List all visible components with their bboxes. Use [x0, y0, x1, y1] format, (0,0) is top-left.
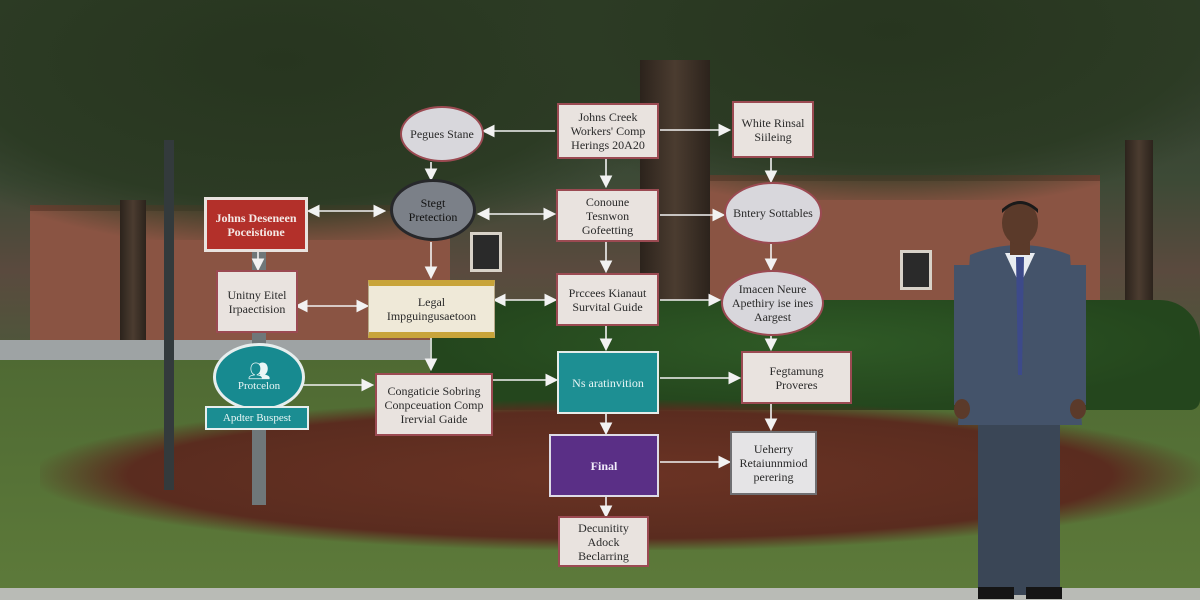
post-sign-circle: 👥︎ Protcelon: [213, 343, 305, 411]
node-congaticie-sobring: Congaticie Sobring Conpceuation Comp Ire…: [375, 373, 493, 436]
tree-canopy: [500, 0, 1200, 200]
node-workers-comp-hearings: Johns Creek Workers' Comp Herings 20A20: [557, 103, 659, 159]
node-white-rinsal: White Rinsal Siileing: [732, 101, 814, 158]
post-sign-circle-label: Protcelon: [237, 380, 281, 392]
node-imacen-neure: Imacen Neure Apethiry ise ines Aargest: [721, 270, 824, 336]
sidewalk: [0, 588, 1200, 600]
post-sign-plate: Apdter Buspest: [205, 406, 309, 430]
node-ueherry-retaiunnmiod: Ueherry Retaiunnmiod perering: [730, 431, 817, 495]
node-fegtamung-proveres: Fegtamung Proveres: [741, 351, 852, 404]
man-in-suit: [954, 201, 1086, 599]
node-bntery-sottables: Bntery Sottables: [724, 182, 822, 244]
node-legal: Legal Impguingusaetoon: [368, 280, 495, 338]
node-stegt-pretection: Stegt Pretection: [390, 179, 476, 241]
node-unitny-eitel: Unitny Eitel Irpaectision: [216, 270, 298, 333]
node-conoune-tesnwon: Conoune Tesnwon Gofeetting: [556, 189, 659, 242]
node-decunitity-adock: Decunitity Adock Beclarring: [558, 516, 649, 567]
person-group-icon: 👥︎: [247, 361, 271, 381]
building-window: [900, 250, 932, 290]
node-final: Final: [549, 434, 659, 497]
tree-trunk: [120, 200, 146, 340]
lamp-post: [164, 140, 174, 490]
node-prccees-kianaut: Prccees Kianaut Survital Guide: [556, 273, 659, 326]
node-johns-deseneen: Johns Deseneen Poceistione: [204, 197, 308, 252]
node-ns-aratinvition: Ns aratinvition: [557, 351, 659, 414]
node-pegues-stane: Pegues Stane: [400, 106, 484, 162]
tree-trunk: [1125, 140, 1153, 300]
